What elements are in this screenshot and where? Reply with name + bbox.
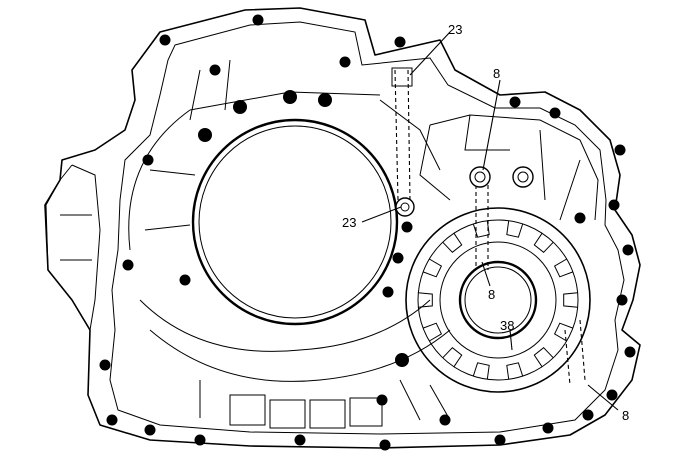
leader-c3 bbox=[361, 206, 402, 223]
sprocket-tooth bbox=[442, 232, 463, 253]
bolt-hole bbox=[549, 107, 561, 119]
sprocket-outer bbox=[405, 207, 591, 393]
bolt-hole bbox=[624, 346, 636, 358]
bolt-hole bbox=[209, 64, 221, 76]
hub-seal bbox=[464, 266, 532, 334]
rib-arc-2 bbox=[149, 329, 451, 382]
upper-right-web bbox=[419, 114, 599, 221]
bolt-hole bbox=[376, 394, 388, 406]
sprocket-tooth bbox=[506, 362, 524, 380]
sprocket-tooth bbox=[506, 220, 524, 238]
leader-c2 bbox=[482, 79, 501, 171]
bolt-hole bbox=[494, 434, 506, 446]
bolt-hole bbox=[252, 14, 264, 26]
sprocket-tooth bbox=[422, 258, 443, 278]
rib-arc-3 bbox=[128, 109, 191, 251]
bolt-hole bbox=[142, 154, 154, 166]
callout-38: 38 bbox=[500, 318, 514, 333]
passage-23-a bbox=[394, 69, 399, 201]
bolt-hole bbox=[382, 286, 394, 298]
leader-c4 bbox=[481, 261, 491, 287]
bolt-hole bbox=[179, 274, 191, 286]
bolt-hole bbox=[379, 439, 391, 451]
bolt-hole bbox=[392, 252, 404, 264]
sprocket-tooth bbox=[553, 322, 574, 342]
sprocket-tooth bbox=[533, 232, 554, 253]
passage-8-c bbox=[564, 319, 586, 386]
callout-8-bottom: 8 bbox=[622, 408, 629, 423]
boss-right-hole bbox=[517, 171, 529, 183]
bolt-hole bbox=[542, 422, 554, 434]
case-inner-flange bbox=[109, 21, 625, 435]
bolt-hole bbox=[394, 36, 406, 48]
bolt-hole bbox=[574, 212, 586, 224]
bolt-hole bbox=[144, 424, 156, 436]
bolt-hole bbox=[339, 56, 351, 68]
bolt-hole bbox=[582, 409, 594, 421]
bolt-hole bbox=[395, 353, 409, 367]
bolt-hole bbox=[622, 244, 634, 256]
sprocket-tooth bbox=[553, 258, 574, 278]
sprocket-ring bbox=[417, 219, 579, 381]
callout-8-center: 8 bbox=[488, 287, 495, 302]
leader-c1 bbox=[409, 31, 451, 76]
callout-8-top: 8 bbox=[493, 66, 500, 81]
main-bore-outer bbox=[191, 118, 399, 326]
rib-lines bbox=[144, 59, 441, 231]
callout-23-top: 23 bbox=[448, 22, 462, 37]
bottom-pockets bbox=[199, 379, 451, 429]
sprocket-tooth bbox=[563, 292, 578, 308]
bolt-hole bbox=[318, 93, 332, 107]
bolt-hole bbox=[283, 90, 297, 104]
passage-inlet bbox=[391, 67, 413, 87]
bolt-hole bbox=[614, 144, 626, 156]
bolt-hole bbox=[233, 100, 247, 114]
bolt-hole bbox=[198, 128, 212, 142]
main-bore-inner bbox=[198, 125, 392, 319]
bolt-hole bbox=[99, 359, 111, 371]
left-side-bracket bbox=[45, 164, 101, 331]
sprocket-tooth bbox=[533, 347, 554, 368]
rib-arc-1 bbox=[139, 299, 431, 352]
bolt-hole bbox=[122, 259, 134, 271]
bolt-hole bbox=[606, 389, 618, 401]
leader-c5 bbox=[509, 329, 513, 351]
hub-bore bbox=[458, 260, 538, 340]
boss-right bbox=[512, 166, 534, 188]
bolt-hole bbox=[439, 414, 451, 426]
bolt-hole bbox=[159, 34, 171, 46]
case-bolts bbox=[99, 14, 636, 451]
callout-23-left: 23 bbox=[342, 215, 356, 230]
boss-8-hole bbox=[474, 171, 486, 183]
sprocket-teeth bbox=[418, 220, 578, 380]
hub-outer bbox=[439, 241, 557, 359]
sprocket-tooth bbox=[472, 362, 490, 380]
bolt-hole bbox=[194, 434, 206, 446]
bolt-hole bbox=[294, 434, 306, 446]
sprocket-tooth bbox=[418, 292, 433, 308]
passage-23-b bbox=[407, 69, 411, 201]
boss-23 bbox=[395, 197, 415, 217]
bolt-hole bbox=[608, 199, 620, 211]
leader-c6 bbox=[587, 384, 619, 411]
sprocket-tooth bbox=[442, 347, 463, 368]
bolt-hole bbox=[106, 414, 118, 426]
sprocket-tooth bbox=[422, 322, 443, 342]
bolt-hole bbox=[401, 221, 413, 233]
bolt-hole bbox=[616, 294, 628, 306]
boss-8 bbox=[469, 166, 491, 188]
bolt-hole bbox=[509, 96, 521, 108]
